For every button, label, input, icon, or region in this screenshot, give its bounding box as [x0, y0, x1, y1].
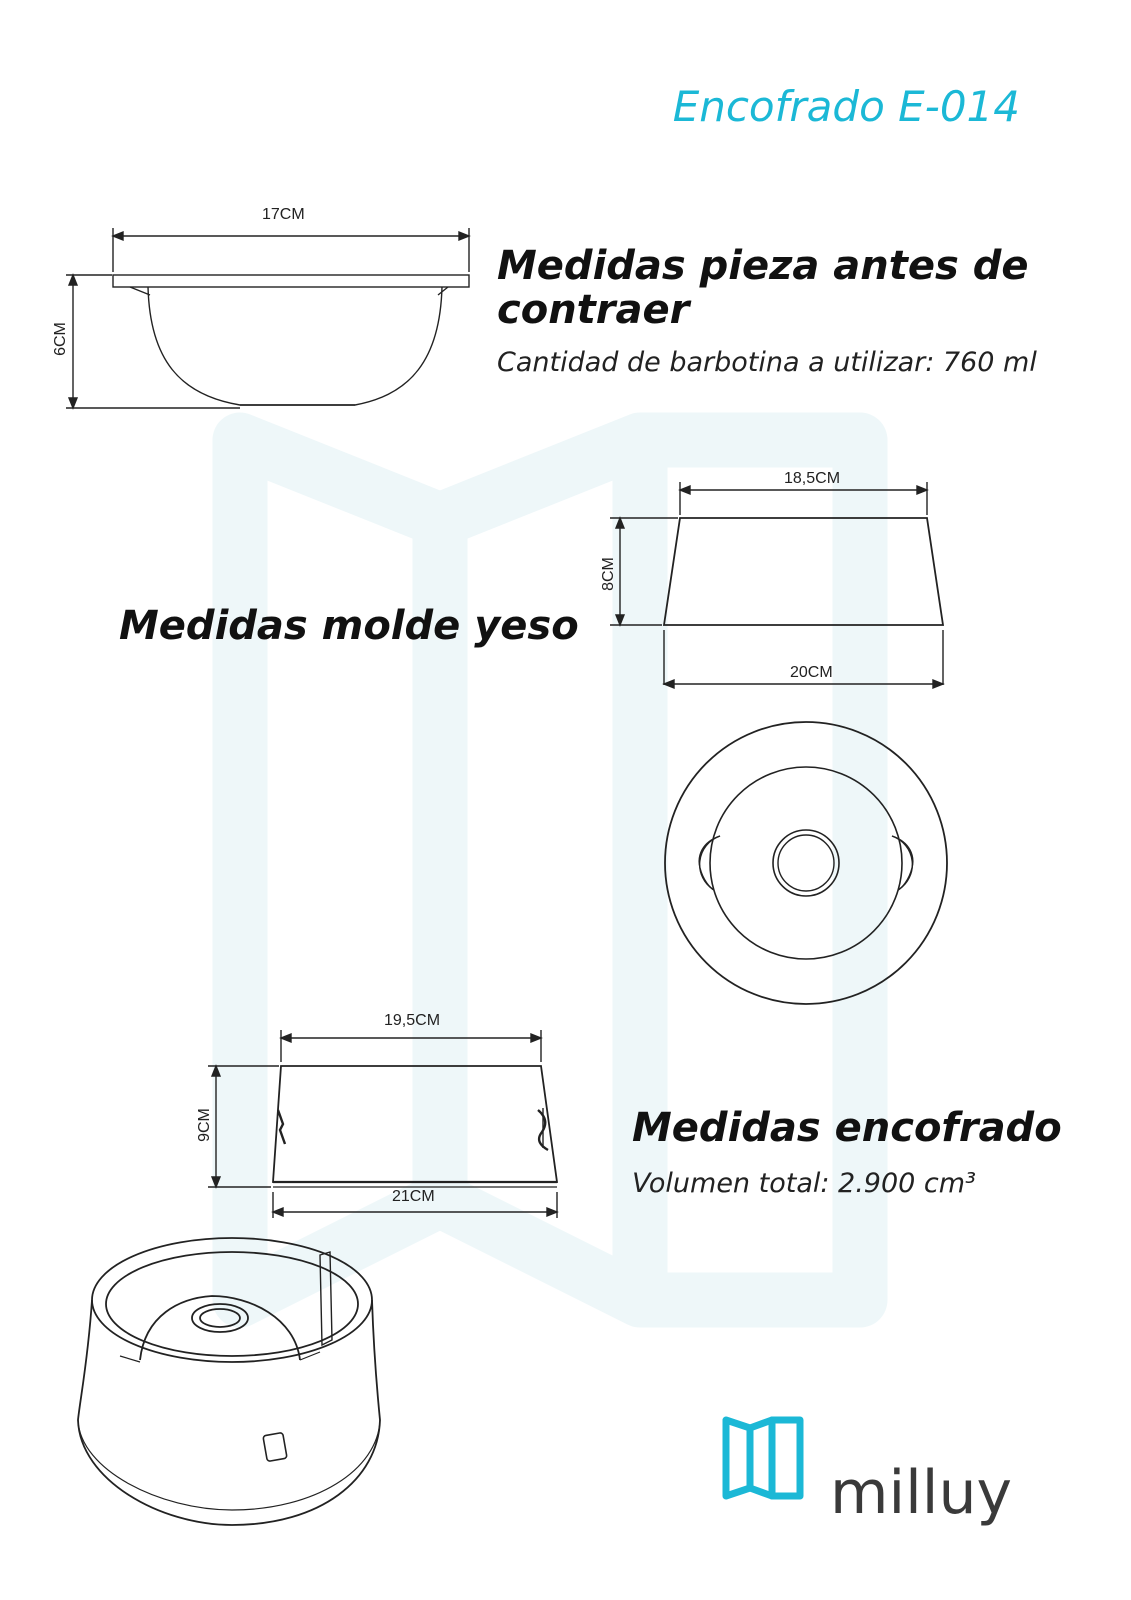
formwork-heading: Medidas encofrado [632, 1105, 1062, 1151]
piece-heading-line2: contraer [497, 287, 690, 333]
piece-profile-drawing [66, 228, 471, 410]
formwork-front-drawing [208, 1030, 559, 1218]
milluy-logo-icon [722, 1416, 804, 1500]
formwork-bottom-width-label: 21CM [392, 1188, 435, 1205]
mold-front-drawing [610, 482, 945, 690]
mold-height-label: 8CM [599, 557, 617, 591]
formwork-height-label: 9CM [195, 1108, 213, 1142]
piece-note: Cantidad de barbotina a utilizar: 760 ml [497, 347, 1037, 378]
formwork-note: Volumen total: 2.900 cm³ [632, 1168, 976, 1199]
mold-heading: Medidas molde yeso [119, 603, 579, 649]
piece-heading-line1: Medidas pieza antes de [497, 243, 1029, 289]
mold-top-drawing [664, 721, 948, 1005]
mold-bottom-width-label: 20CM [790, 664, 833, 681]
mold-top-width-label: 18,5CM [784, 470, 841, 487]
document-title: Encofrado E-014 [672, 82, 1020, 131]
piece-height-label: 6CM [51, 322, 69, 356]
formwork-perspective-drawing [77, 1237, 381, 1526]
watermark-logo [212, 412, 888, 1328]
formwork-top-width-label: 19,5CM [384, 1012, 441, 1029]
brand-name: milluy [830, 1458, 1012, 1528]
piece-width-label: 17CM [262, 206, 305, 223]
